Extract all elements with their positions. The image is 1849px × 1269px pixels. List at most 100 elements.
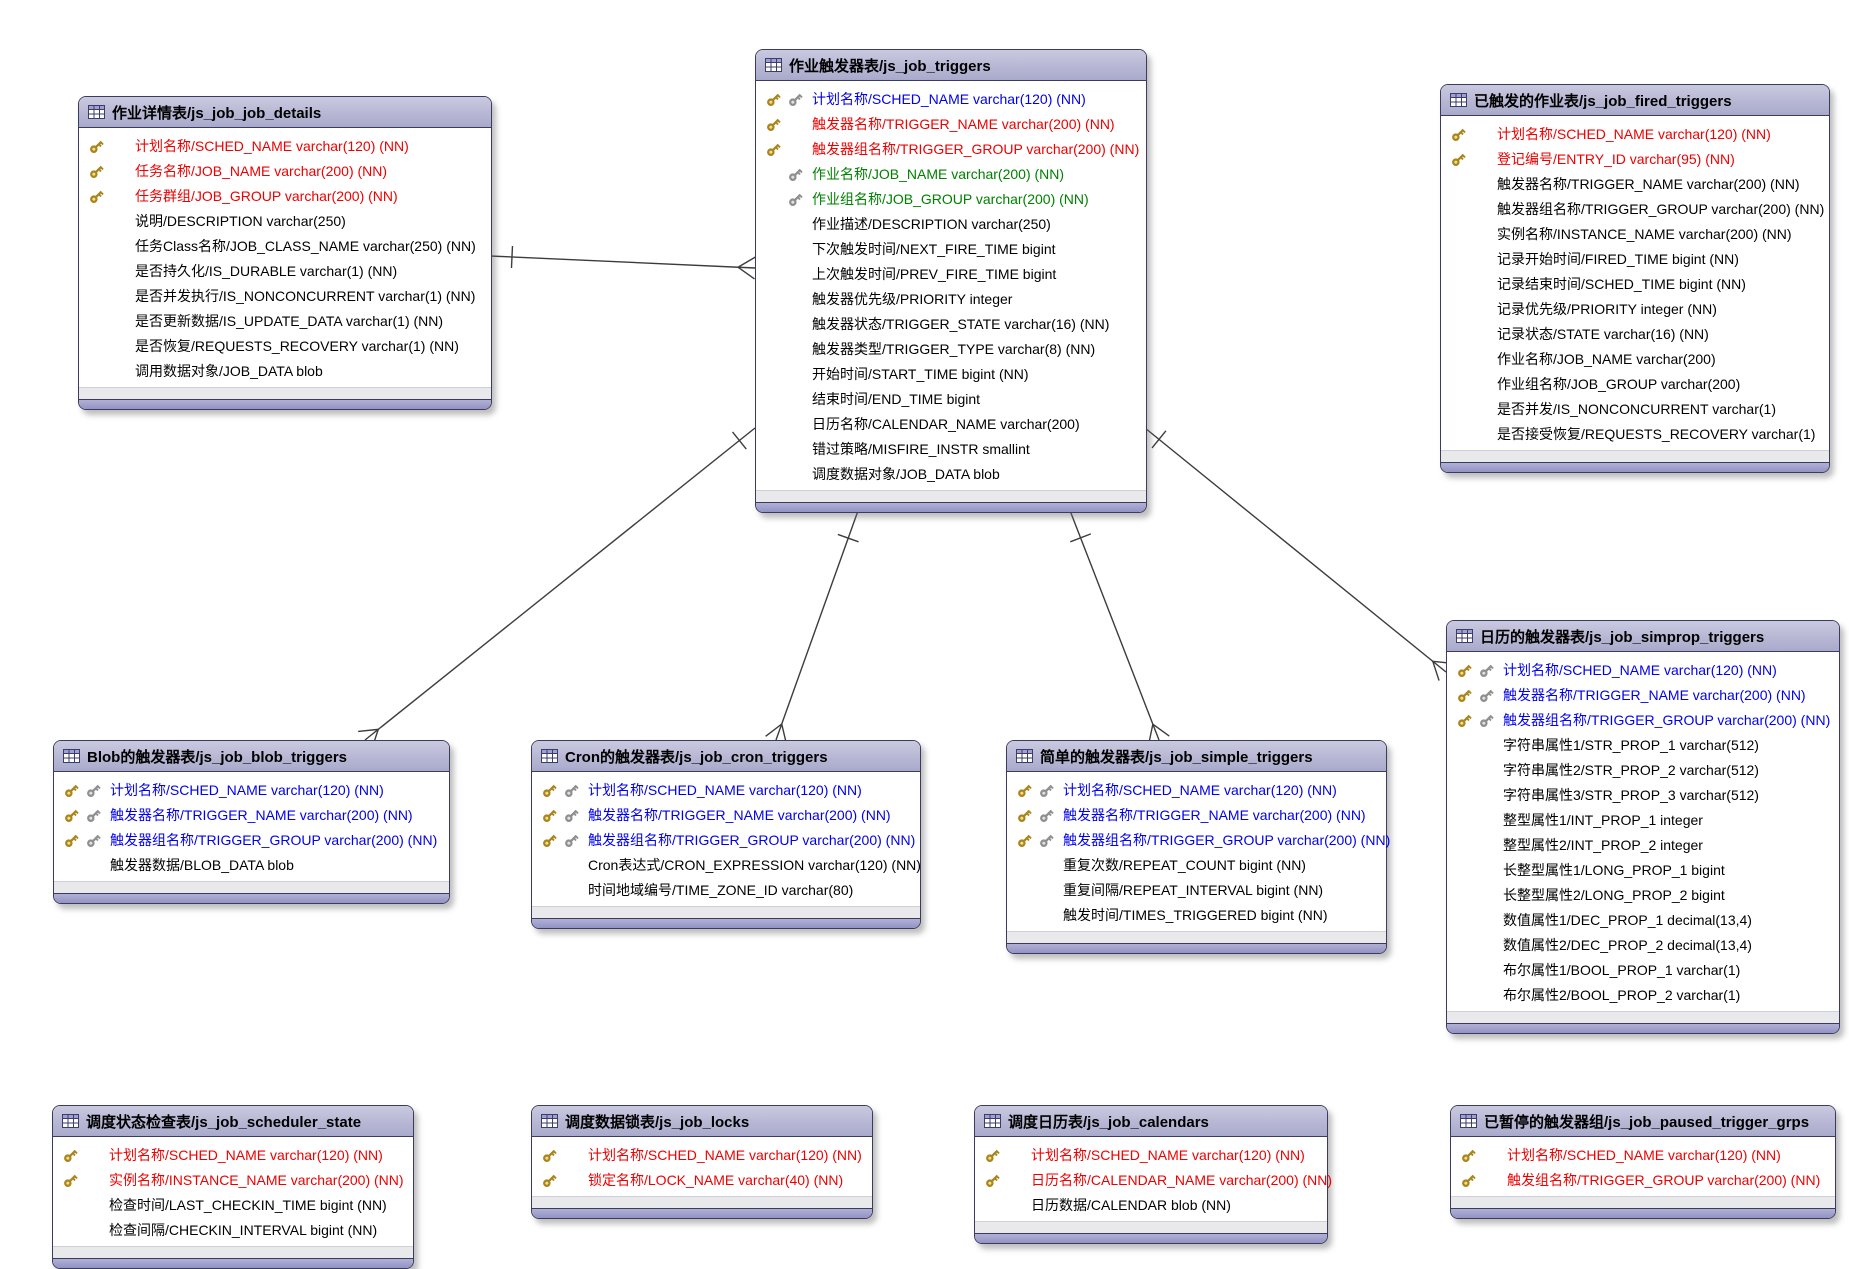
column-row[interactable]: 计划名称/SCHED_NAME varchar(120) (NN) (756, 87, 1146, 112)
column-row[interactable]: 是否持久化/IS_DURABLE varchar(1) (NN) (79, 259, 491, 284)
column-row[interactable]: 计划名称/SCHED_NAME varchar(120) (NN) (532, 778, 920, 803)
table-figure-js_job_locks[interactable]: 调度数据锁表/js_job_locks 计划名称/SCHED_NAME varc… (531, 1105, 873, 1219)
column-row[interactable]: 触发时间/TIMES_TRIGGERED bigint (NN) (1007, 903, 1386, 928)
column-row[interactable]: 计划名称/SCHED_NAME varchar(120) (NN) (1451, 1143, 1835, 1168)
column-row[interactable]: 触发器名称/TRIGGER_NAME varchar(200) (NN) (756, 112, 1146, 137)
column-row[interactable]: 字符串属性1/STR_PROP_1 varchar(512) (1447, 733, 1839, 758)
column-row[interactable]: 计划名称/SCHED_NAME varchar(120) (NN) (53, 1143, 413, 1168)
relation-line-triggers-to-cron_triggers[interactable] (775, 507, 860, 741)
column-row[interactable]: 任务名称/JOB_NAME varchar(200) (NN) (79, 159, 491, 184)
table-figure-js_job_job_details[interactable]: 作业详情表/js_job_job_details 计划名称/SCHED_NAME… (78, 96, 492, 410)
table-header[interactable]: 日历的触发器表/js_job_simprop_triggers (1447, 621, 1839, 652)
table-header[interactable]: 调度日历表/js_job_calendars (975, 1106, 1327, 1137)
column-row[interactable]: 任务群组/JOB_GROUP varchar(200) (NN) (79, 184, 491, 209)
column-row[interactable]: 记录结束时间/SCHED_TIME bigint (NN) (1441, 272, 1829, 297)
column-row[interactable]: 触发器名称/TRIGGER_NAME varchar(200) (NN) (54, 803, 449, 828)
column-row[interactable]: 重复次数/REPEAT_COUNT bigint (NN) (1007, 853, 1386, 878)
relation-crowfoot-triggers-to-blob_triggers[interactable] (358, 728, 379, 733)
column-row[interactable]: 结束时间/END_TIME bigint (756, 387, 1146, 412)
relation-one-tick-triggers-to-cron_triggers[interactable] (837, 533, 859, 543)
relation-one-tick-triggers-to-simprop_triggers[interactable] (1151, 430, 1167, 449)
relation-line-triggers-to-simple_triggers[interactable] (1068, 507, 1160, 741)
column-row[interactable]: 是否接受恢复/REQUESTS_RECOVERY varchar(1) (1441, 422, 1829, 447)
column-row[interactable]: 触发器组名称/TRIGGER_GROUP varchar(200) (NN) (1441, 197, 1829, 222)
table-figure-js_job_blob_triggers[interactable]: Blob的触发器表/js_job_blob_triggers 计划名称/SCHE… (53, 740, 450, 904)
column-row[interactable]: 错过策略/MISFIRE_INSTR smallint (756, 437, 1146, 462)
column-row[interactable]: 是否更新数据/IS_UPDATE_DATA varchar(1) (NN) (79, 309, 491, 334)
column-row[interactable]: 长整型属性1/LONG_PROP_1 bigint (1447, 858, 1839, 883)
column-row[interactable]: 重复间隔/REPEAT_INTERVAL bigint (NN) (1007, 878, 1386, 903)
column-row[interactable]: Cron表达式/CRON_EXPRESSION varchar(120) (NN… (532, 853, 921, 878)
relation-crowfoot-triggers-to-simple_triggers[interactable] (1152, 723, 1170, 737)
column-row[interactable]: 检查间隔/CHECKIN_INTERVAL bigint (NN) (53, 1218, 413, 1243)
column-row[interactable]: 作业组名称/JOB_GROUP varchar(200) (NN) (756, 187, 1146, 212)
relation-one-tick-triggers-to-blob_triggers[interactable] (731, 431, 747, 450)
column-row[interactable]: 触发器状态/TRIGGER_STATE varchar(16) (NN) (756, 312, 1146, 337)
column-row[interactable]: 检查时间/LAST_CHECKIN_TIME bigint (NN) (53, 1193, 413, 1218)
column-row[interactable]: 整型属性1/INT_PROP_1 integer (1447, 808, 1839, 833)
column-row[interactable]: 布尔属性2/BOOL_PROP_2 varchar(1) (1447, 983, 1839, 1008)
table-figure-js_job_paused_trigger_grps[interactable]: 已暂停的触发器组/js_job_paused_trigger_grps 计划名称… (1450, 1105, 1836, 1219)
relation-line-triggers-to-simprop_triggers[interactable] (1144, 427, 1447, 673)
column-row[interactable]: 调度数据对象/JOB_DATA blob (756, 462, 1146, 487)
column-row[interactable]: 作业描述/DESCRIPTION varchar(250) (756, 212, 1146, 237)
column-row[interactable]: 上次触发时间/PREV_FIRE_TIME bigint (756, 262, 1146, 287)
column-row[interactable]: 触发器名称/TRIGGER_NAME varchar(200) (NN) (1441, 172, 1829, 197)
column-row[interactable]: 计划名称/SCHED_NAME varchar(120) (NN) (532, 1143, 872, 1168)
column-row[interactable]: 是否并发执行/IS_NONCONCURRENT varchar(1) (NN) (79, 284, 491, 309)
table-figure-js_job_calendars[interactable]: 调度日历表/js_job_calendars 计划名称/SCHED_NAME v… (974, 1105, 1332, 1244)
column-row[interactable]: 字符串属性2/STR_PROP_2 varchar(512) (1447, 758, 1839, 783)
column-row[interactable]: 日历数据/CALENDAR blob (NN) (975, 1193, 1327, 1218)
column-row[interactable]: 触发器名称/TRIGGER_NAME varchar(200) (NN) (532, 803, 920, 828)
column-row[interactable]: 是否恢复/REQUESTS_RECOVERY varchar(1) (NN) (79, 334, 491, 359)
column-row[interactable]: 计划名称/SCHED_NAME varchar(120) (NN) (54, 778, 449, 803)
table-figure-js_job_scheduler_state[interactable]: 调度状态检查表/js_job_scheduler_state 计划名称/SCHE… (52, 1105, 414, 1269)
column-row[interactable]: 触发器数据/BLOB_DATA blob (54, 853, 449, 878)
column-row[interactable]: 作业组名称/JOB_GROUP varchar(200) (1441, 372, 1829, 397)
column-row[interactable]: 登记编号/ENTRY_ID varchar(95) (NN) (1441, 147, 1829, 172)
table-figure-js_job_cron_triggers[interactable]: Cron的触发器表/js_job_cron_triggers 计划名称/SCHE… (531, 740, 921, 929)
column-row[interactable]: 触发器组名称/TRIGGER_GROUP varchar(200) (NN) (1007, 828, 1390, 853)
column-row[interactable]: 锁定名称/LOCK_NAME varchar(40) (NN) (532, 1168, 872, 1193)
relation-crowfoot-job_details-to-triggers[interactable] (737, 256, 756, 268)
column-row[interactable]: 计划名称/SCHED_NAME varchar(120) (NN) (1447, 658, 1839, 683)
relation-line-triggers-to-blob_triggers[interactable] (364, 427, 756, 741)
table-header[interactable]: 已触发的作业表/js_job_fired_triggers (1441, 85, 1829, 116)
column-row[interactable]: 时间地域编号/TIME_ZONE_ID varchar(80) (532, 878, 920, 903)
column-row[interactable]: 触发器组名称/TRIGGER_GROUP varchar(200) (NN) (1447, 708, 1839, 733)
column-row[interactable]: 记录状态/STATE varchar(16) (NN) (1441, 322, 1829, 347)
relation-crowfoot-triggers-to-cron_triggers[interactable] (765, 723, 783, 737)
table-header[interactable]: 简单的触发器表/js_job_simple_triggers (1007, 741, 1386, 772)
column-row[interactable]: 日历名称/CALENDAR_NAME varchar(200) (NN) (975, 1168, 1332, 1193)
column-row[interactable]: 实例名称/INSTANCE_NAME varchar(200) (NN) (53, 1168, 413, 1193)
column-row[interactable]: 是否并发/IS_NONCONCURRENT varchar(1) (1441, 397, 1829, 422)
table-header[interactable]: Blob的触发器表/js_job_blob_triggers (54, 741, 449, 772)
table-figure-js_job_fired_triggers[interactable]: 已触发的作业表/js_job_fired_triggers 计划名称/SCHED… (1440, 84, 1830, 473)
column-row[interactable]: 计划名称/SCHED_NAME varchar(120) (NN) (1007, 778, 1386, 803)
table-header[interactable]: 作业详情表/js_job_job_details (79, 97, 491, 128)
table-header[interactable]: 调度状态检查表/js_job_scheduler_state (53, 1106, 413, 1137)
column-row[interactable]: 数值属性2/DEC_PROP_2 decimal(13,4) (1447, 933, 1839, 958)
column-row[interactable]: 作业名称/JOB_NAME varchar(200) (NN) (756, 162, 1146, 187)
column-row[interactable]: 计划名称/SCHED_NAME varchar(120) (NN) (975, 1143, 1327, 1168)
relation-one-tick-job_details-to-triggers[interactable] (510, 245, 514, 269)
table-header[interactable]: 调度数据锁表/js_job_locks (532, 1106, 872, 1137)
column-row[interactable]: 计划名称/SCHED_NAME varchar(120) (NN) (79, 134, 491, 159)
column-row[interactable]: 触发器组名称/TRIGGER_GROUP varchar(200) (NN) (54, 828, 449, 853)
table-header[interactable]: 作业触发器表/js_job_triggers (756, 50, 1146, 81)
table-figure-js_job_simple_triggers[interactable]: 简单的触发器表/js_job_simple_triggers 计划名称/SCHE… (1006, 740, 1390, 954)
column-row[interactable]: 记录开始时间/FIRED_TIME bigint (NN) (1441, 247, 1829, 272)
relation-crowfoot-triggers-to-simprop_triggers[interactable] (1432, 661, 1440, 681)
column-row[interactable]: 触发器组名称/TRIGGER_GROUP varchar(200) (NN) (532, 828, 920, 853)
column-row[interactable]: 调用数据对象/JOB_DATA blob (79, 359, 491, 384)
column-row[interactable]: 计划名称/SCHED_NAME varchar(120) (NN) (1441, 122, 1829, 147)
relation-line-job_details-to-triggers[interactable] (489, 255, 756, 269)
column-row[interactable]: 下次触发时间/NEXT_FIRE_TIME bigint (756, 237, 1146, 262)
column-row[interactable]: 日历名称/CALENDAR_NAME varchar(200) (756, 412, 1146, 437)
table-figure-js_job_simprop_triggers[interactable]: 日历的触发器表/js_job_simprop_triggers 计划名称/SCH… (1446, 620, 1840, 1034)
column-row[interactable]: 数值属性1/DEC_PROP_1 decimal(13,4) (1447, 908, 1839, 933)
column-row[interactable]: 触发器类型/TRIGGER_TYPE varchar(8) (NN) (756, 337, 1146, 362)
column-row[interactable]: 触发器名称/TRIGGER_NAME varchar(200) (NN) (1007, 803, 1386, 828)
column-row[interactable]: 记录优先级/PRIORITY integer (NN) (1441, 297, 1829, 322)
